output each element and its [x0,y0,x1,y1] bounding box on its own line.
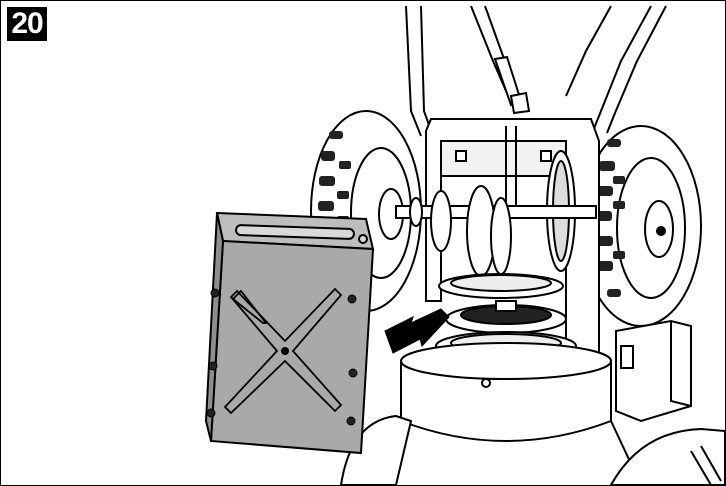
arrow-icon [384,308,450,354]
chassis-frame [425,118,600,367]
handle-bars [405,5,667,137]
right-wheel [580,125,702,327]
step-number-badge: 20 [7,7,47,41]
control-lever [493,55,531,115]
lower-left-wheel [339,414,413,485]
side-housing [615,319,692,423]
belt-cover-panel [204,211,375,455]
lower-wheel [609,427,725,485]
engine-housing [380,342,642,485]
